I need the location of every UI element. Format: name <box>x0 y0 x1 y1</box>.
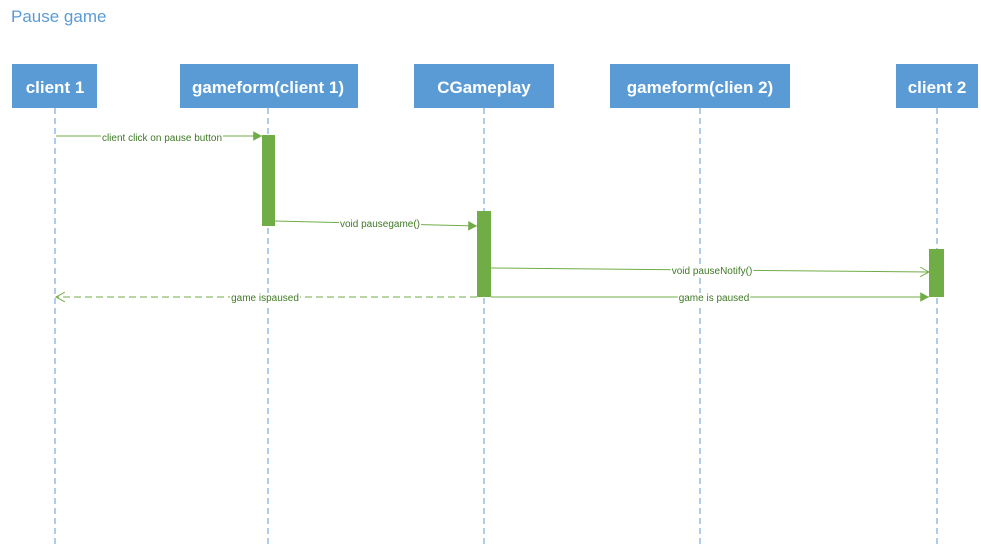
participant-client1: client 1 <box>12 64 97 108</box>
participant-client2: client 2 <box>896 64 978 108</box>
arrowhead-open <box>54 291 66 303</box>
activation-bar-cgameplay <box>477 211 491 297</box>
participant-cgameplay: CGameplay <box>414 64 554 108</box>
activations <box>262 135 944 297</box>
message-label-bg-3 <box>670 266 754 277</box>
participant-gameform2: gameform(clien 2) <box>610 64 790 108</box>
message-1: client click on pause button <box>56 131 262 144</box>
message-label-3: void pauseNotify() <box>672 266 753 277</box>
participant-box-gameform2 <box>610 64 790 108</box>
message-label-1: client click on pause button <box>102 133 222 144</box>
participant-gameform1: gameform(client 1) <box>180 64 358 108</box>
participants: client 1 gameform(client 1) CGameplay gamef… <box>12 64 978 108</box>
arrowhead-filled <box>468 220 477 231</box>
participant-label-cgameplay: CGameplay <box>437 78 531 97</box>
message-2: void pausegame() <box>274 219 478 231</box>
message-5: game is paused <box>491 292 929 304</box>
activation-bar-client2 <box>929 249 944 297</box>
participant-label-gameform1: gameform(client 1) <box>192 78 344 97</box>
message-label-bg-1 <box>100 133 224 144</box>
participant-box-cgameplay <box>414 64 554 108</box>
arrowhead-filled <box>920 292 929 302</box>
messages: client click on pause button void pausega… <box>54 131 931 304</box>
message-label-4: game ispaused <box>231 293 299 304</box>
message-label-5: game is paused <box>679 293 750 304</box>
participant-label-gameform2: gameform(clien 2) <box>627 78 773 97</box>
diagram-title: Pause game <box>11 7 107 26</box>
participant-box-client1 <box>12 64 97 108</box>
message-label-bg-2 <box>338 219 422 230</box>
arrowhead-filled <box>253 131 262 141</box>
message-label-bg-5 <box>677 293 751 304</box>
participant-box-gameform1 <box>180 64 358 108</box>
message-label-2: void pausegame() <box>340 219 420 230</box>
message-3: void pauseNotify() <box>490 266 931 278</box>
message-4: game ispaused <box>54 291 477 304</box>
participant-label-client1: client 1 <box>26 78 85 97</box>
participant-label-client2: client 2 <box>908 78 967 97</box>
lifelines <box>54 108 938 546</box>
message-label-bg-4 <box>230 293 300 304</box>
activation-bar-gameform1 <box>262 135 275 226</box>
participant-box-client2 <box>896 64 978 108</box>
